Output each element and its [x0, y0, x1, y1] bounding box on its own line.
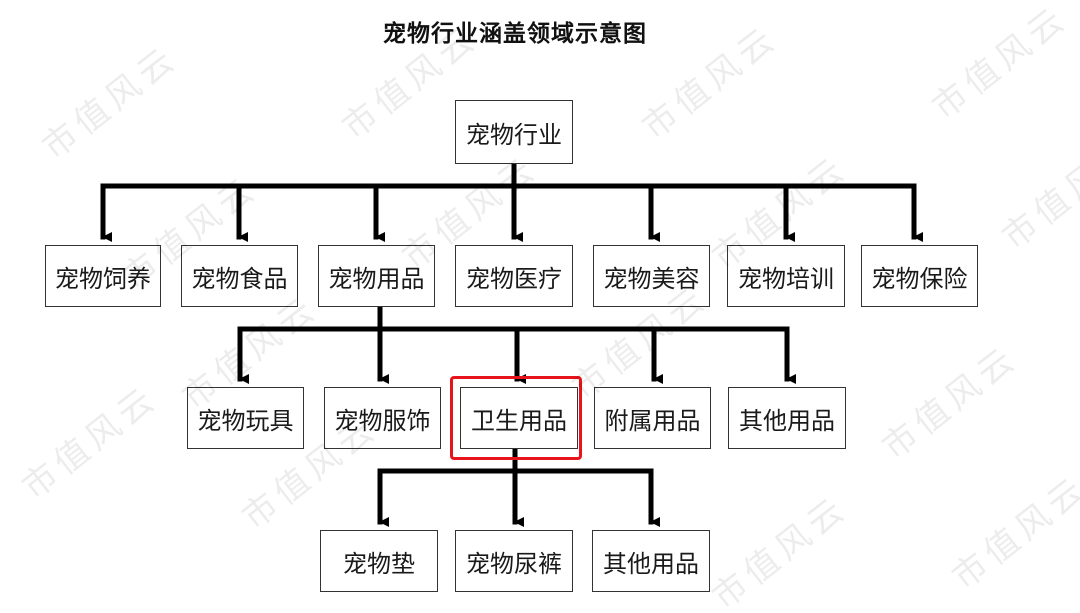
node-l3-pet-diaper: 宠物尿裤: [455, 530, 573, 592]
highlight-box: [450, 376, 582, 460]
node-label: 其他用品: [603, 549, 699, 578]
node-l2-hygiene-products: 卫生用品: [460, 387, 578, 449]
diagram-title: 宠物行业涵盖领域示意图: [383, 21, 647, 47]
node-l1-pet-food: 宠物食品: [181, 245, 298, 307]
node-root-label: 宠物行业: [466, 120, 562, 149]
node-label: 宠物服饰: [334, 406, 431, 435]
node-label: 附属用品: [604, 406, 701, 435]
node-l1-pet-supplies: 宠物用品: [318, 245, 435, 307]
node-l1-pet-grooming: 宠物美容: [593, 245, 710, 307]
node-label: 宠物饲养: [55, 264, 151, 293]
node-l1-pet-raising: 宠物饲养: [45, 245, 161, 307]
node-label: 宠物医疗: [466, 264, 562, 293]
node-l3-pet-pad: 宠物垫: [320, 530, 438, 592]
node-l2-other-supplies: 其他用品: [728, 387, 846, 449]
node-label: 卫生用品: [471, 406, 567, 435]
node-label: 其他用品: [739, 406, 835, 435]
node-l2-pet-apparel: 宠物服饰: [324, 387, 441, 449]
node-label: 宠物玩具: [197, 406, 294, 435]
node-l1-pet-medical: 宠物医疗: [455, 245, 573, 307]
node-label: 宠物美容: [603, 264, 700, 293]
node-l1-pet-insurance: 宠物保险: [861, 245, 978, 307]
node-l1-pet-training: 宠物培训: [727, 245, 845, 307]
node-label: 宠物用品: [328, 264, 425, 293]
node-label: 宠物保险: [871, 264, 968, 293]
node-root: 宠物行业: [455, 100, 573, 164]
node-l2-accessories: 附属用品: [594, 387, 711, 449]
node-label: 宠物尿裤: [466, 549, 562, 578]
node-label: 宠物食品: [191, 264, 288, 293]
node-l3-other-supplies: 其他用品: [592, 530, 710, 592]
node-l2-pet-toys: 宠物玩具: [187, 387, 304, 449]
node-label: 宠物培训: [738, 264, 834, 293]
node-label: 宠物垫: [343, 549, 415, 578]
